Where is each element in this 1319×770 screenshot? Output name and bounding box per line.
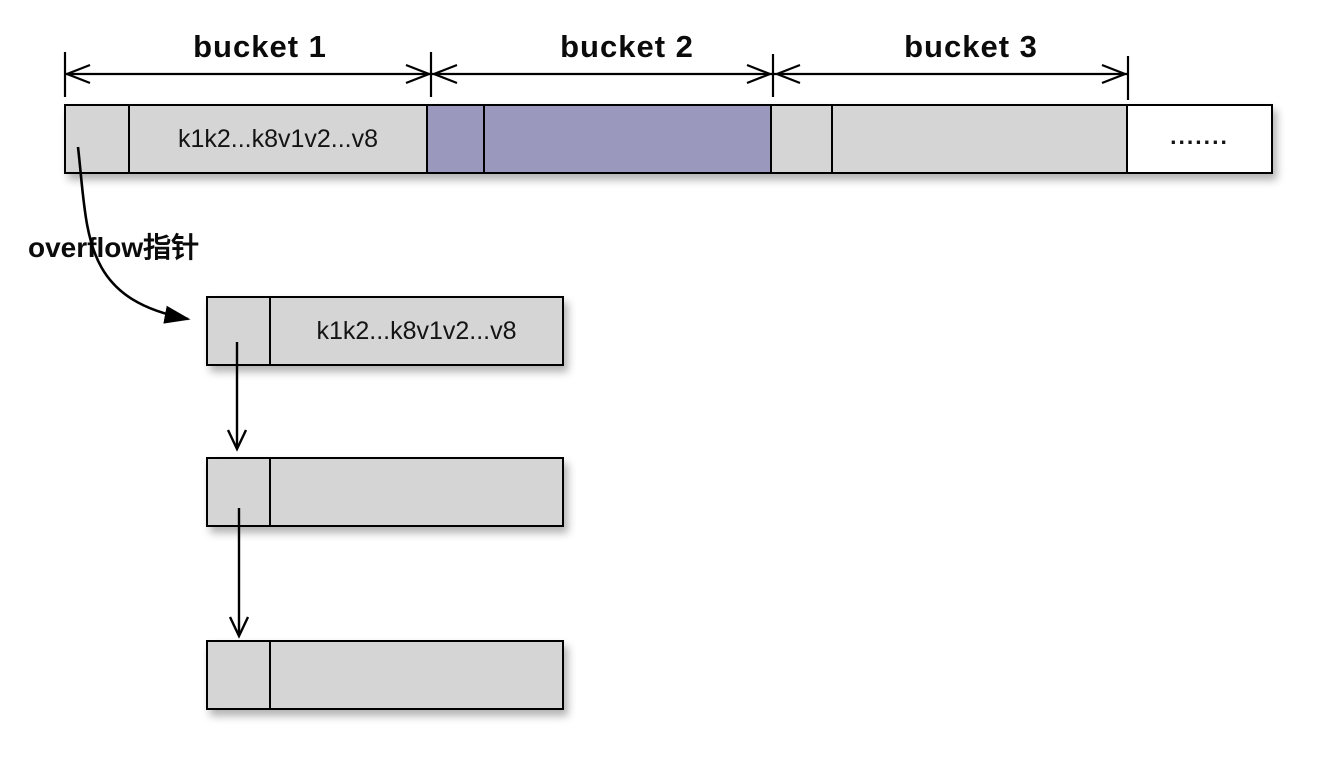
bucket1-record-text: k1k2...k8v1v2...v8 xyxy=(177,124,379,153)
more-buckets-ellipsis: ....... xyxy=(1170,122,1229,149)
arrowhead-down-icon xyxy=(228,616,250,639)
arrowhead-left-icon xyxy=(430,63,458,85)
bucket2-span-label: bucket 2 xyxy=(560,29,694,64)
overflow-block-1-record-text: k1k2...k8v1v2...v8 xyxy=(316,316,517,345)
overflow-block-1: k1k2...k8v1v2...v8 xyxy=(206,296,564,366)
overflow-block-2-pointer-cell xyxy=(208,459,271,525)
bucket2-record-cell xyxy=(485,106,772,172)
bucket1-span-label: bucket 1 xyxy=(193,29,327,64)
arrowhead-right-icon xyxy=(746,63,774,85)
bucket3-span-label: bucket 3 xyxy=(904,29,1038,64)
bucket-array-bar: k1k2...k8v1v2...v8 ....... xyxy=(64,104,1273,174)
bucket3-pointer-cell xyxy=(772,106,833,172)
overflow-block-3 xyxy=(206,640,564,710)
overflow-block-2-record-cell xyxy=(271,459,562,525)
overflow-block-1-record-cell: k1k2...k8v1v2...v8 xyxy=(271,298,562,364)
overflow-block-2 xyxy=(206,457,564,527)
bucket2-pointer-cell xyxy=(428,106,485,172)
bucket1-record-cell: k1k2...k8v1v2...v8 xyxy=(130,106,428,172)
arrowhead-right-icon xyxy=(1101,63,1129,85)
overflow-block-1-pointer-cell xyxy=(208,298,271,364)
overflow-pointer-label: overflow指针 xyxy=(28,232,200,263)
bucket1-pointer-cell xyxy=(66,106,130,172)
arrowhead-left-icon xyxy=(773,63,801,85)
overflow-block-3-record-cell xyxy=(271,642,562,708)
arrowhead-left-icon xyxy=(63,63,91,85)
arrowhead-down-icon xyxy=(226,429,248,452)
more-buckets-cell: ....... xyxy=(1128,106,1271,172)
overflow-block-3-pointer-cell xyxy=(208,642,271,708)
bucket3-record-cell xyxy=(833,106,1128,172)
arrowhead-right-icon xyxy=(405,63,433,85)
